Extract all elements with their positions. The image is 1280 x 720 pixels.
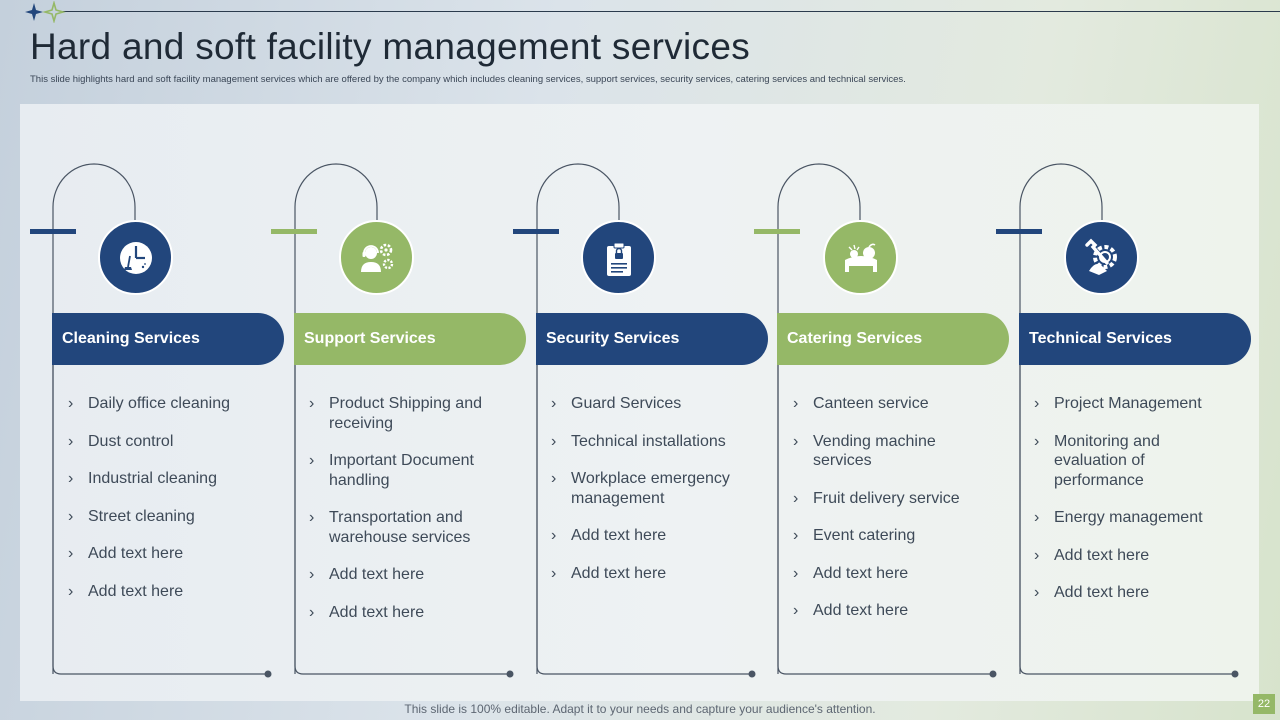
list-item: Energy management xyxy=(1031,508,1226,528)
list-item: Add text here xyxy=(306,565,501,585)
service-column-security: Security Services Guard Services Technic… xyxy=(513,104,768,701)
top-rule xyxy=(62,11,1280,12)
list-item: Add text here xyxy=(306,603,501,623)
accent-dash xyxy=(271,229,317,234)
column-header: Security Services xyxy=(536,313,768,365)
list-item: Monitoring and evaluation of performance xyxy=(1031,432,1226,491)
list-item: Guard Services xyxy=(548,394,743,414)
list-item: Canteen service xyxy=(790,394,985,414)
cleaning-icon xyxy=(98,220,173,295)
list-item: Project Management xyxy=(1031,394,1226,414)
service-column-catering: Catering Services Canteen service Vendin… xyxy=(754,104,1009,701)
column-title: Security Services xyxy=(546,330,680,347)
list-item: Add text here xyxy=(1031,583,1226,603)
list-item: Street cleaning xyxy=(65,507,260,527)
service-list: Guard Services Technical installations W… xyxy=(548,394,743,601)
column-connector-line xyxy=(777,163,997,678)
list-item: Add text here xyxy=(548,526,743,546)
accent-dash xyxy=(513,229,559,234)
slide-title: Hard and soft facility management servic… xyxy=(30,26,751,67)
column-connector-line xyxy=(52,163,272,678)
list-item: Add text here xyxy=(790,601,985,621)
service-column-cleaning: Cleaning Services Daily office cleaning … xyxy=(30,104,284,701)
accent-dash xyxy=(30,229,76,234)
list-item: Add text here xyxy=(790,564,985,584)
services-panel: Cleaning Services Daily office cleaning … xyxy=(20,104,1259,701)
security-icon xyxy=(581,220,656,295)
list-item: Add text here xyxy=(1031,546,1226,566)
list-item: Important Document handling xyxy=(306,451,501,490)
column-title: Cleaning Services xyxy=(62,330,200,347)
list-item: Event catering xyxy=(790,526,985,546)
column-header: Support Services xyxy=(294,313,526,365)
column-title: Support Services xyxy=(304,330,436,347)
service-column-technical: Technical Services Project Management Mo… xyxy=(996,104,1251,701)
column-header: Catering Services xyxy=(777,313,1009,365)
list-item: Vending machine services xyxy=(790,432,985,471)
list-item: Add text here xyxy=(65,582,260,602)
list-item: Daily office cleaning xyxy=(65,394,260,414)
list-item: Transportation and warehouse services xyxy=(306,508,501,547)
service-column-support: Support Services Product Shipping and re… xyxy=(271,104,526,701)
column-header: Cleaning Services xyxy=(52,313,284,365)
accent-dash xyxy=(754,229,800,234)
list-item: Workplace emergency management xyxy=(548,469,743,508)
column-connector-line xyxy=(536,163,756,678)
catering-icon xyxy=(823,220,898,295)
support-icon xyxy=(339,220,414,295)
service-list: Canteen service Vending machine services… xyxy=(790,394,985,639)
slide-subtitle: This slide highlights hard and soft faci… xyxy=(30,74,906,85)
column-connector-line xyxy=(294,163,514,678)
column-title: Technical Services xyxy=(1029,330,1172,347)
page-number: 22 xyxy=(1253,694,1275,714)
service-list: Daily office cleaning Dust control Indus… xyxy=(65,394,260,619)
list-item: Add text here xyxy=(548,564,743,584)
footer-note: This slide is 100% editable. Adapt it to… xyxy=(404,702,876,716)
list-item: Dust control xyxy=(65,432,260,452)
accent-dash xyxy=(996,229,1042,234)
decorative-stars-icon xyxy=(25,1,66,23)
list-item: Industrial cleaning xyxy=(65,469,260,489)
technical-icon xyxy=(1064,220,1139,295)
service-list: Project Management Monitoring and evalua… xyxy=(1031,394,1226,621)
list-item: Technical installations xyxy=(548,432,743,452)
service-list: Product Shipping and receiving Important… xyxy=(306,394,501,640)
list-item: Add text here xyxy=(65,544,260,564)
column-title: Catering Services xyxy=(787,330,923,347)
column-connector-line xyxy=(1019,163,1239,678)
column-header: Technical Services xyxy=(1019,313,1251,365)
list-item: Product Shipping and receiving xyxy=(306,394,501,433)
list-item: Fruit delivery service xyxy=(790,489,985,509)
